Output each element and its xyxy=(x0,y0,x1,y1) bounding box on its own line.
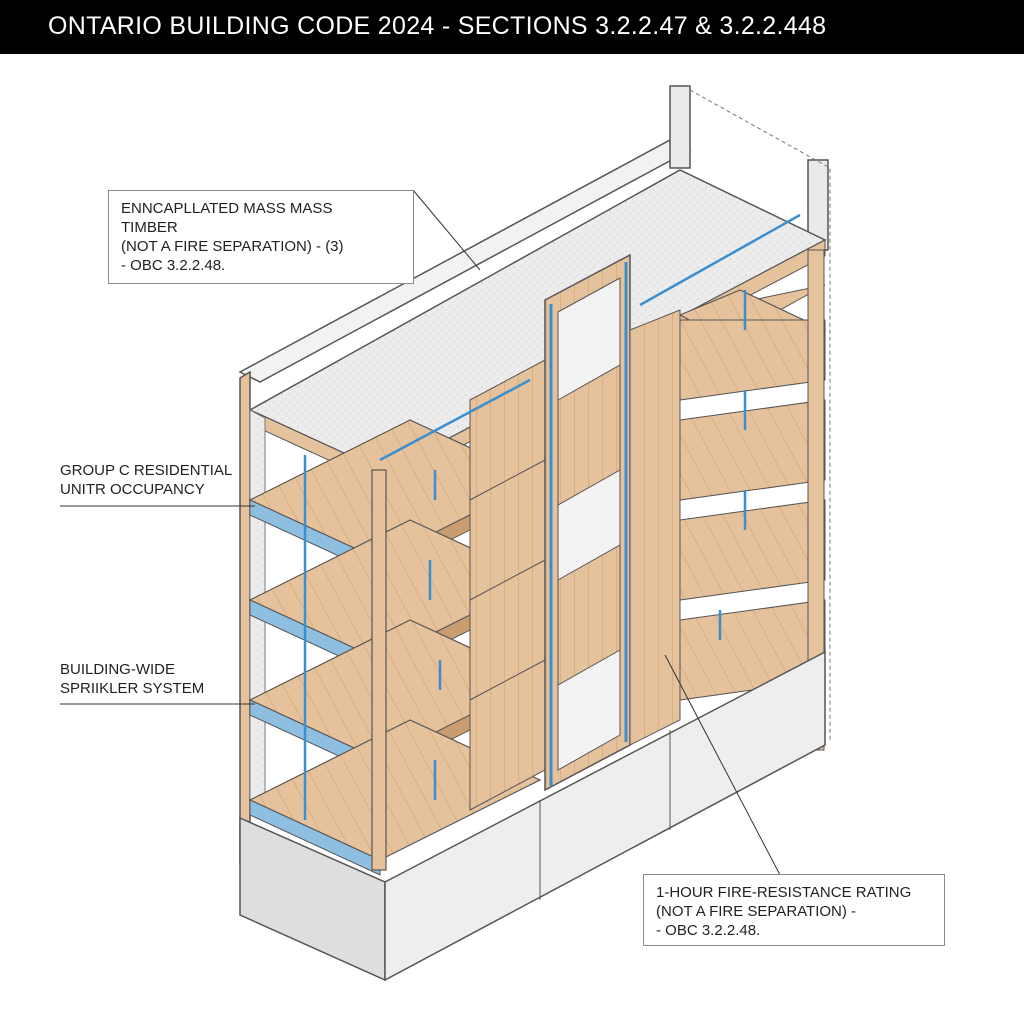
rear-parapet xyxy=(238,85,831,740)
label-residential-line-1: GROUP C RESIDENTIAL xyxy=(60,462,233,479)
right-bay-floors xyxy=(629,249,827,751)
concrete-podium xyxy=(239,650,826,982)
callout-fire-resistance-rating: 1-HOUR FIRE-RESISTANCE RATING (NOT A FIR… xyxy=(643,874,945,946)
sprinkler-piping xyxy=(303,213,801,820)
leader-lines xyxy=(60,189,781,876)
callout-encapsulated-line-2: TIMBER xyxy=(121,219,178,236)
middle-shaft xyxy=(544,253,631,792)
callout-encapsulated-line-4: - OBC 3.2.2.48. xyxy=(121,257,226,274)
callout-fire-line-3: - OBC 3.2.2.48. xyxy=(656,922,761,939)
label-residential-line-2: UNITR OCCUPANCY xyxy=(60,481,205,498)
title-bar: ONTARIO BUILDING CODE 2024 - SECTIONS 3.… xyxy=(0,0,1024,54)
left-bay-walls xyxy=(469,359,546,811)
callout-encapsulated-mass-timber: ENNCAPLLATED MASS MASS TIMBER (NOT A FIR… xyxy=(108,190,414,284)
page-title: ONTARIO BUILDING CODE 2024 - SECTIONS 3.… xyxy=(48,12,827,40)
callout-fire-line-1: 1-HOUR FIRE-RESISTANCE RATING xyxy=(656,884,912,901)
label-sprinkler-system: BUILDING-WIDE SPRIIKLER SYSTEM xyxy=(60,660,204,698)
left-front-post xyxy=(371,469,387,871)
callout-encapsulated-line-3: (NOT A FIRE SEPARATION) - (3) xyxy=(121,238,344,255)
label-sprinkler-line-2: SPRIIKLER SYSTEM xyxy=(60,680,205,697)
callout-encapsulated-line-1: ENNCAPLLATED MASS MASS xyxy=(121,200,333,217)
label-sprinkler-line-1: BUILDING-WIDE xyxy=(60,661,176,678)
label-group-c-residential: GROUP C RESIDENTIAL UNITR OCCUPANCY xyxy=(60,461,232,499)
building-diagram xyxy=(60,85,831,982)
callout-fire-line-2: (NOT A FIRE SEPARATION) - xyxy=(656,903,857,920)
